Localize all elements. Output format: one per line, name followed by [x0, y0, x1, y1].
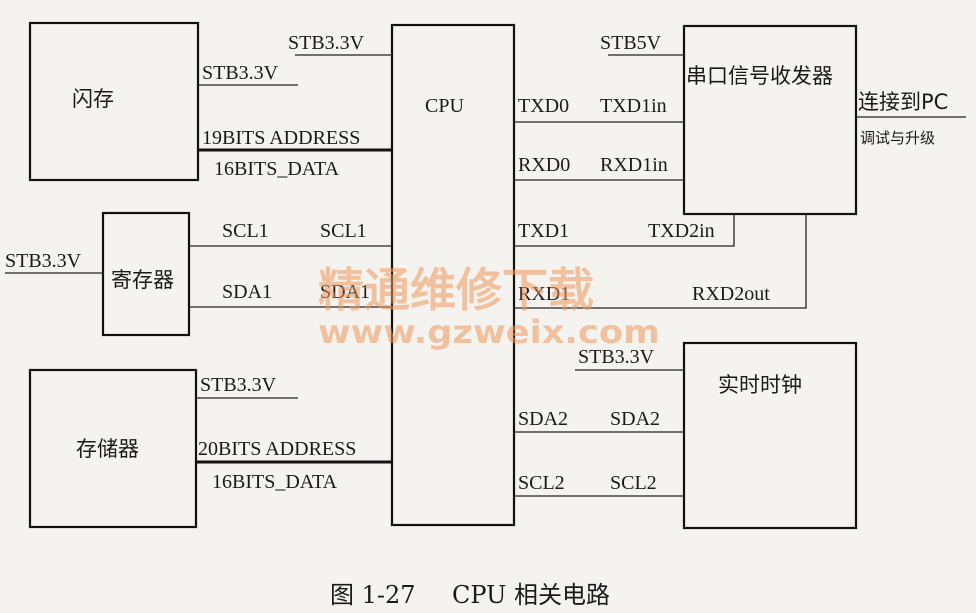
txd1in-label: TXD1in: [600, 95, 667, 117]
txd0-label: TXD0: [518, 95, 569, 117]
rxd2out-label: RXD2out: [692, 283, 770, 305]
storage-stb-label: STB3.3V: [200, 374, 277, 396]
txd1-label: TXD1: [518, 220, 569, 242]
rtc-block: [682, 341, 858, 530]
wires: [5, 54, 966, 497]
scl1-left-label: SCL1: [222, 220, 269, 242]
caption-title: CPU 相关电路: [452, 581, 610, 609]
storage-block: [28, 368, 198, 529]
watermark-cn: 精通维修下载: [318, 263, 594, 317]
rtc-stb-label: STB3.3V: [578, 346, 655, 368]
rtc-label: 实时时钟: [718, 373, 802, 397]
sda2-right-label: SDA2: [610, 408, 660, 430]
cpu-stb-label: STB3.3V: [288, 32, 365, 54]
rxd1-wire: [514, 214, 807, 309]
pc-link-sublabel: 调试与升级: [860, 129, 935, 147]
txd2in-label: TXD2in: [648, 220, 715, 242]
storage-label: 存储器: [76, 437, 139, 461]
sda2-left-label: SDA2: [518, 408, 568, 430]
pc-link-label: 连接到PC: [858, 90, 948, 114]
flash-data-label: 16BITS_DATA: [214, 158, 340, 180]
txd1-wire: [514, 214, 735, 247]
rxd1in-label: RXD1in: [600, 154, 668, 176]
sda1-left-label: SDA1: [222, 281, 272, 303]
sda1-right-label: SDA1: [320, 281, 370, 303]
flash-address-label: 19BITS ADDRESS: [202, 127, 360, 149]
storage-address-label: 20BITS ADDRESS: [198, 438, 356, 460]
cpu-block: [390, 23, 516, 527]
rxd1-label: RXD1: [518, 283, 570, 305]
register-label: 寄存器: [111, 268, 174, 292]
flash-block: [28, 21, 200, 182]
caption-number: 图 1-27: [330, 581, 416, 609]
register-block: [101, 211, 191, 337]
watermark-url: www.gzweix.com: [318, 313, 660, 351]
storage-data-label: 16BITS_DATA: [212, 471, 338, 493]
scl2-right-label: SCL2: [610, 472, 657, 494]
serial-transceiver-block: [682, 24, 858, 216]
flash-label: 闪存: [72, 87, 114, 111]
serial-transceiver-label: 串口信号收发器: [686, 64, 833, 88]
scl1-right-label: SCL1: [320, 220, 367, 242]
flash-stb-label: STB3.3V: [202, 62, 279, 84]
scl2-left-label: SCL2: [518, 472, 565, 494]
serial-stb-label: STB5V: [600, 32, 662, 54]
rxd0-label: RXD0: [518, 154, 570, 176]
register-stb-label: STB3.3V: [5, 250, 82, 272]
cpu-label: CPU: [425, 95, 464, 117]
